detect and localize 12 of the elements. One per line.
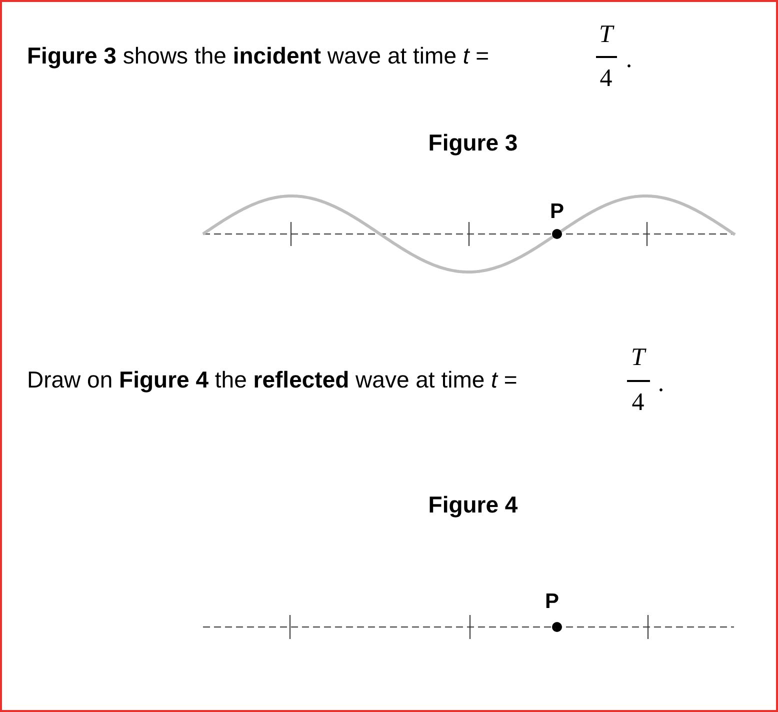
- period: .: [658, 370, 664, 398]
- point-label: P: [545, 590, 559, 614]
- period: .: [626, 46, 632, 74]
- instruction-text: Draw on Figure 4 the reflected wave at time t =: [27, 366, 518, 394]
- fraction-numerator: T: [631, 344, 645, 372]
- fraction-numerator: T: [599, 21, 613, 49]
- point-label: P: [550, 200, 564, 224]
- fraction-denominator: 4: [600, 65, 612, 93]
- fraction-denominator: 4: [632, 389, 644, 417]
- figure-title: Figure 3: [428, 130, 518, 156]
- figure-title: Figure 4: [428, 492, 518, 518]
- instruction-text: Figure 3 shows the incident wave at time t =: [27, 42, 490, 70]
